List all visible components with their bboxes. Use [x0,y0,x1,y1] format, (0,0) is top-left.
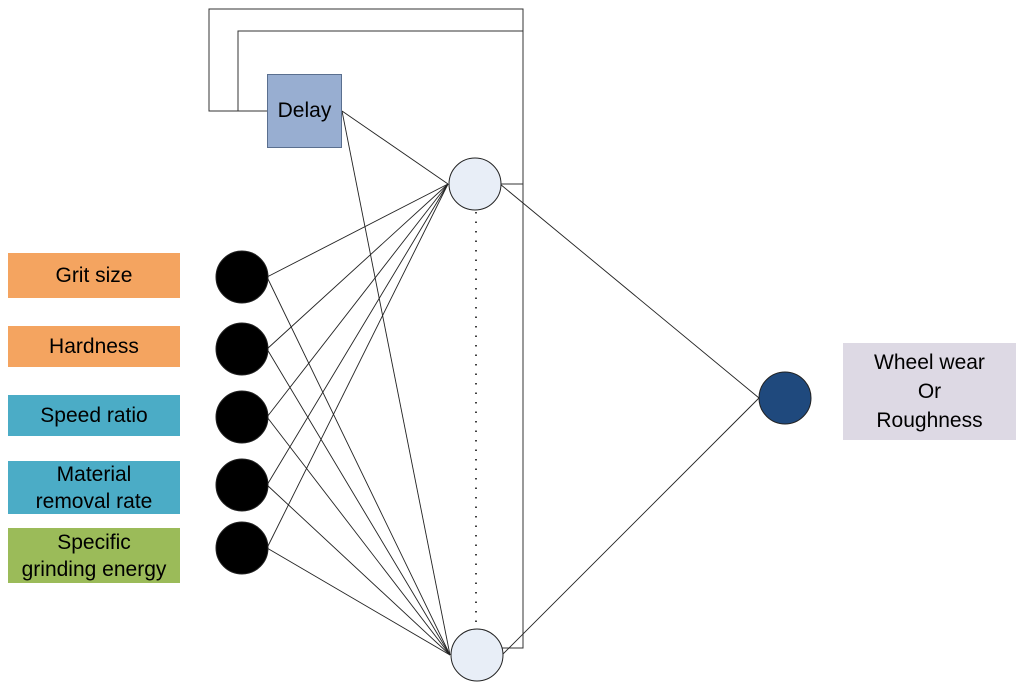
edge-hidden-bottom-output [501,397,760,656]
input-label-line: grinding energy [21,557,167,581]
edge-input1-hidden-bottom [266,276,451,656]
edge-input2-hidden-bottom [266,348,451,656]
input-label-speed-ratio: Speed ratio [8,395,180,436]
edge-input3-hidden-top [266,183,449,418]
edge-delay-hidden-bottom [341,110,451,656]
input-node-1 [215,250,269,304]
input-label-line: Material [56,462,132,486]
input-label-line: Specific [57,530,131,554]
output-label-line: Or [917,380,942,403]
input-label-hardness: Hardness [8,326,180,367]
feedback-loop-inner [237,30,524,649]
delay-label: Delay [277,99,332,122]
edge-delay-hidden-top [341,110,449,185]
output-label-line: Roughness [876,409,983,432]
connection-lines [266,110,760,656]
input-label-specific-grinding-energy: Specific grinding energy [8,528,180,583]
input-label-line: Speed ratio [40,404,148,427]
edge-hidden-top-output [499,183,760,399]
feedback-loop-outer [208,8,524,185]
input-node-4 [215,458,269,512]
output-label-line: Wheel wear [874,351,985,374]
edge-input1-hidden-top [266,183,449,278]
delay-block: Delay [267,74,342,148]
edge-input4-hidden-bottom [266,484,451,656]
hidden-node-bottom [450,628,504,682]
edge-input3-hidden-bottom [266,416,451,656]
hidden-node-top [448,157,502,211]
input-label-line: Grit size [55,264,133,287]
edge-input5-hidden-bottom [266,547,451,656]
input-node-3 [215,390,269,444]
output-node [758,371,812,425]
input-node-5 [215,521,269,575]
input-label-grit-size: Grit size [8,253,180,298]
input-label-line: Hardness [49,335,139,358]
edge-input2-hidden-top [266,183,449,350]
input-label-line: removal rate [35,489,153,513]
input-label-material-removal-rate: Material removal rate [8,461,180,514]
input-node-2 [215,322,269,376]
edge-input5-hidden-top [266,183,449,549]
feedback-loops [208,8,524,649]
edge-input4-hidden-top [266,183,449,486]
